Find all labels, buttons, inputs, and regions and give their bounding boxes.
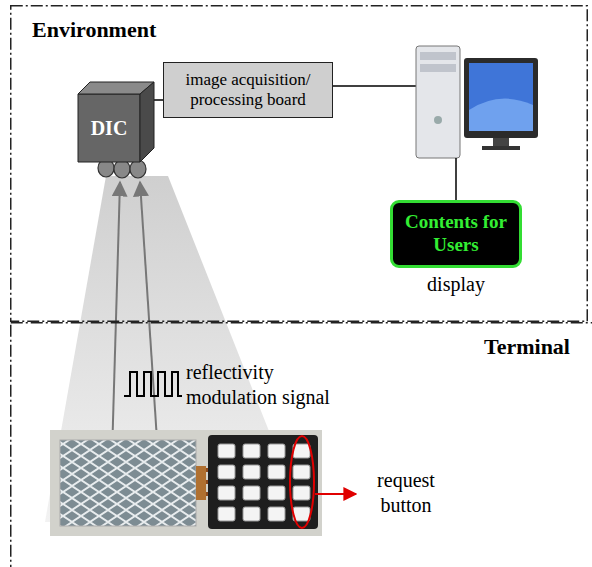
box-text: Contents for Users [401,211,511,257]
keypad-key [243,444,260,458]
computer-icon [325,85,416,87]
keypad-key [268,444,285,458]
keypad-key [243,486,260,500]
request-highlight [315,493,356,495]
request-highlight [290,436,314,528]
camera-face [78,94,140,162]
region-border [10,5,588,322]
keypad-key [243,465,260,479]
device-name: DIC [78,94,140,162]
keypad-key [268,507,285,521]
callout-label: request button [358,468,454,518]
terminal-region: Terminal [10,322,592,567]
computer-icon [416,46,460,158]
region-title: Terminal [484,334,570,360]
square-wave-signal [124,372,182,396]
computer-icon [325,46,538,200]
terminal-photo [196,466,206,500]
signal-label: reflectivity modulation signal [186,360,351,410]
computer-icon [420,64,456,72]
keypad-key [268,465,285,479]
computer-icon [420,52,456,60]
camera-face [140,82,154,162]
computer-icon [434,116,442,124]
computer-icon [469,63,533,131]
square-wave-signal [124,372,182,396]
reflected-light-arrows [112,182,120,455]
keypad-key [268,486,285,500]
camera-lenses [114,160,130,178]
request-highlight [290,436,356,528]
keypad-key [293,486,310,500]
keypad-key [218,507,235,521]
camera-box: DIC [78,82,154,162]
terminal-photo [50,430,322,536]
terminal-photo [208,435,318,529]
terminal-photo [218,444,310,521]
reflected-light-arrows [140,182,158,455]
computer-icon [493,138,509,146]
keypad-key [293,444,310,458]
process-box: image acquisition/ processing board [163,62,333,118]
region-title: Environment [32,17,156,43]
computer-icon [482,146,520,150]
environment-region: EnvironmentDIC image acquisition/ process… [10,5,588,322]
computer-icon [455,158,457,200]
region-border [11,6,588,322]
computer-icon [464,58,538,138]
display-box: Contents for Usersdisplay [390,200,522,268]
keypad-key [218,486,235,500]
keypad-key [293,465,310,479]
box-caption: display [373,273,539,296]
terminal-photo [60,440,196,526]
box-text: image acquisition/ processing board [170,70,326,109]
reflected-light-arrows [112,182,158,455]
keypad-key [243,507,260,521]
computer-icon [469,99,533,131]
connector-line [154,99,163,101]
camera-lenses [130,160,146,178]
region-border [11,323,592,567]
terminal-photo [50,430,322,536]
keypad-key [218,465,235,479]
keypad-key [218,444,235,458]
